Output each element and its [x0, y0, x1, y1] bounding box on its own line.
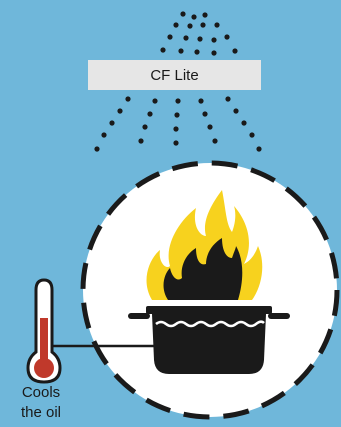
thermometer-caption: Cools the oil	[0, 383, 82, 423]
product-label: CF Lite	[150, 67, 198, 84]
product-label-box: CF Lite	[88, 60, 261, 90]
thermometer-icon	[28, 280, 60, 382]
caption-line-2: the oil	[0, 403, 82, 423]
caption-line-1: Cools	[0, 383, 82, 403]
